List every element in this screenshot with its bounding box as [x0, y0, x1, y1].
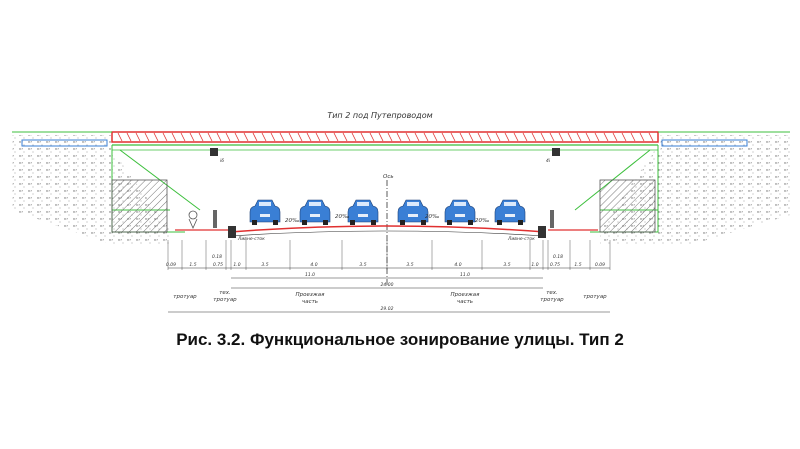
zone-right-tech-1: тех. [546, 290, 558, 296]
zone-left-tech-1: тех. [219, 290, 231, 296]
roadway-surface [229, 225, 546, 233]
dimension-value: 3.5 [406, 262, 413, 268]
dimension-value: 1.5 [189, 262, 196, 268]
dimension-value: 3.5 [261, 262, 268, 268]
dimension-value: 0.75 [550, 262, 560, 268]
dim-carriage: 24.00 [381, 282, 394, 288]
slope-label: 20‰ [475, 218, 489, 224]
dim-small-left: 0.18 [212, 254, 222, 260]
pedestrian-icon [188, 210, 198, 229]
figure-caption: Рис. 3.2. Функциональное зонирование ули… [176, 330, 624, 349]
lamp-post-icon [213, 210, 554, 228]
car-icon [249, 199, 281, 225]
dim-half-right: 11.0 [460, 272, 470, 278]
dimension-value: 4.0 [310, 262, 317, 268]
left-abutment [111, 179, 168, 233]
dimension-value: 3.5 [503, 262, 510, 268]
slope-label: 20‰ [285, 218, 299, 224]
dimension-value: 4.0 [454, 262, 461, 268]
axis-label: Ось [383, 174, 394, 180]
car-icon [494, 199, 526, 225]
dimension-value: 0.09 [166, 262, 176, 268]
zone-right-road-1: Проезжая [451, 292, 481, 298]
svg-text:i6: i6 [220, 158, 224, 164]
drain-icon: i6 [210, 148, 224, 164]
zone-right-sidewalk: тротуар [583, 294, 607, 300]
left-drain-note: Ливне-сток [237, 236, 265, 242]
zone-left-road-1: Проезжая [296, 292, 326, 298]
car-icon [444, 199, 476, 225]
dimension-value: 1.0 [233, 262, 240, 268]
dim-total: 29.02 [381, 306, 394, 312]
zone-left-sidewalk: тротуар [173, 294, 197, 300]
dimension-value: 3.5 [359, 262, 366, 268]
dimension-value: 1.5 [574, 262, 581, 268]
dim-half-left: 11.0 [305, 272, 315, 278]
dim-small-right: 0.18 [553, 254, 563, 260]
dimension-value: 0.09 [595, 262, 605, 268]
zone-left-road-2: часть [302, 299, 318, 305]
diagram-title: Тип 2 под Путепроводом [327, 111, 432, 120]
zone-right-road-2: часть [457, 299, 473, 305]
car-icon [299, 199, 331, 225]
car-icon [397, 199, 429, 225]
slope-label: 20‰ [335, 214, 349, 220]
slope-label: 20‰ [425, 214, 439, 220]
car-icon [347, 199, 379, 225]
zone-right-tech-2: тротуар [540, 297, 564, 303]
overpass-deck [111, 131, 659, 143]
deck-railing [117, 132, 654, 142]
dimension-value: 0.75 [213, 262, 223, 268]
dimension-lines [168, 267, 610, 313]
dimension-value: 1.0 [531, 262, 538, 268]
drain-icon: 4i [546, 148, 560, 164]
right-abutment [599, 179, 656, 233]
zone-left-tech-2: тротуар [213, 297, 237, 303]
svg-text:4i: 4i [546, 158, 551, 164]
right-drain-note: Ливне-сток [507, 236, 535, 242]
